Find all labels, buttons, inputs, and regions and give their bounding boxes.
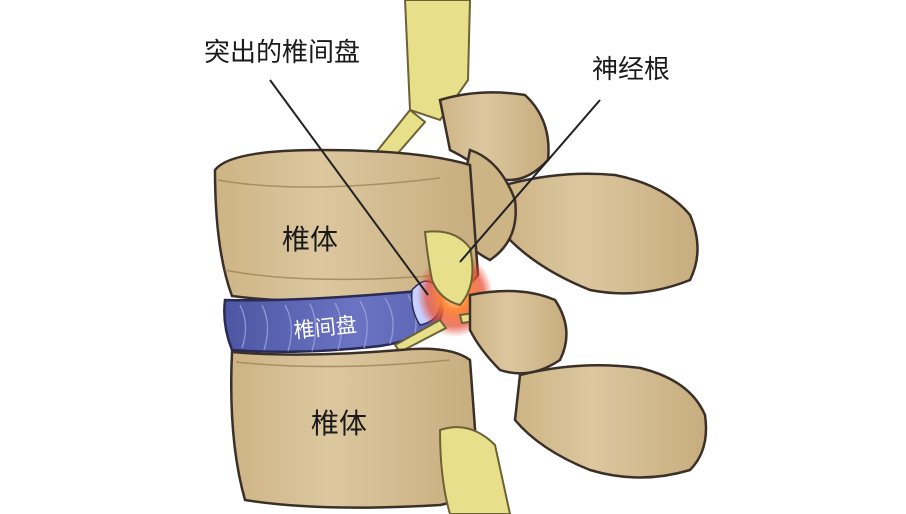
leader-line-nerve-root xyxy=(459,99,601,263)
spinal-cord-bottom xyxy=(438,426,512,514)
leader-lines xyxy=(269,79,601,296)
label-vertebral-body-lower: 椎体 xyxy=(311,407,368,440)
lower-posterior-elements xyxy=(468,289,708,479)
leader-line-herniated-disc xyxy=(269,79,429,296)
label-nerve-root: 神经根 xyxy=(592,55,671,85)
label-vertebral-body-upper: 椎体 xyxy=(282,223,339,256)
label-herniated-disc: 突出的椎间盘 xyxy=(204,38,361,68)
